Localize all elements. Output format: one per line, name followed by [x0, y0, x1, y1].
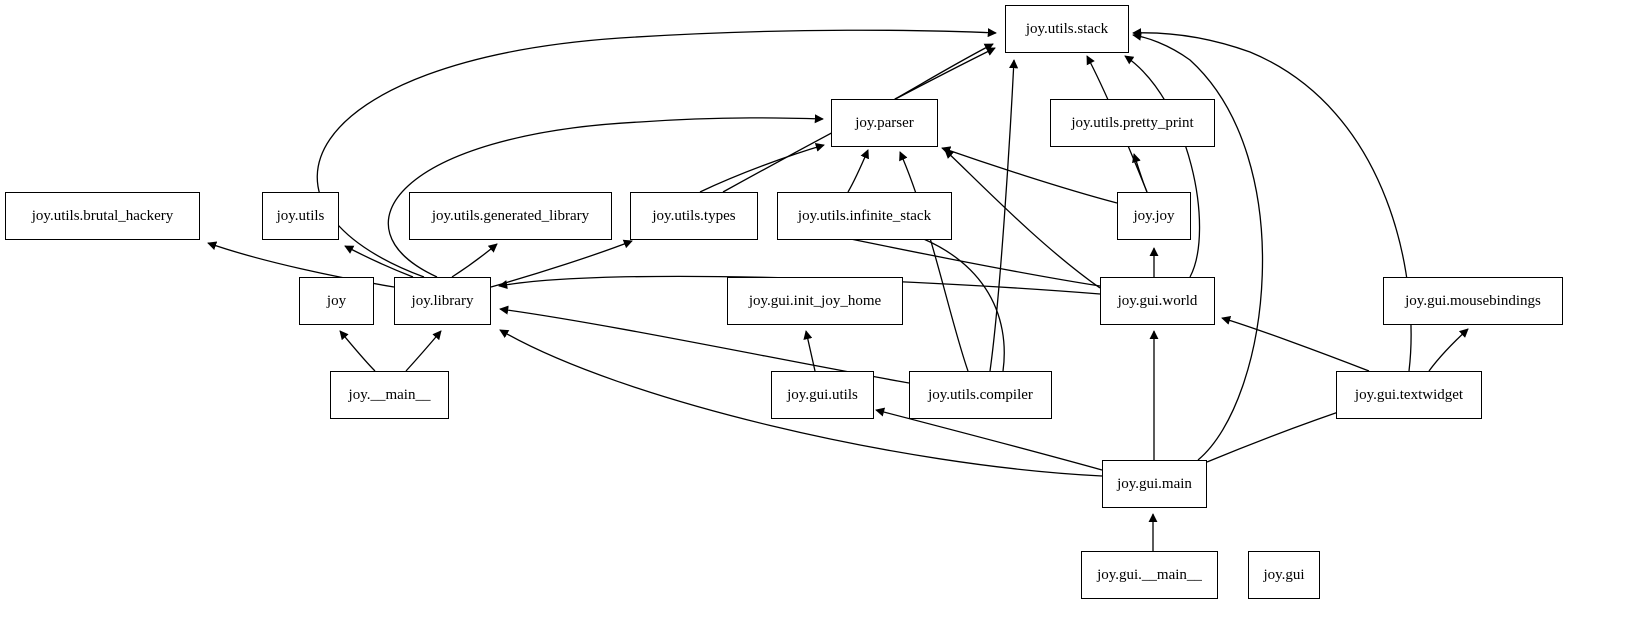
- node-label: joy.gui.init_joy_home: [748, 292, 882, 309]
- edge-world-to-stack: [1124, 55, 1201, 278]
- node-label: joy.gui: [1263, 566, 1305, 583]
- node-label: joy.utils.brutal_hackery: [31, 207, 174, 224]
- node-joy-gui-main[interactable]: joy.gui.main: [1102, 460, 1207, 508]
- edge-world-to-parser: [944, 149, 1101, 289]
- node-label: joy.joy: [1133, 207, 1175, 224]
- node-label: joy.utils.generated_library: [431, 207, 590, 224]
- edge-library-to-utils: [344, 245, 414, 278]
- node-joy-gui-init-joy-home[interactable]: joy.gui.init_joy_home: [727, 277, 903, 325]
- node-joy-utils-brutal-hackery[interactable]: joy.utils.brutal_hackery: [5, 192, 200, 240]
- node-joy-gui-dunder-main[interactable]: joy.gui.__main__: [1081, 551, 1218, 599]
- edge-gui-utils-to-init-joy-home: [803, 330, 816, 372]
- node-label: joy.library: [411, 292, 474, 309]
- edge-main-to-joy: [339, 330, 376, 372]
- node-joy-utils-types[interactable]: joy.utils.types: [630, 192, 758, 240]
- edge-joy-to-pretty-print: [1132, 153, 1148, 193]
- edge-types-to-parser: [699, 142, 825, 193]
- node-label: joy.utils: [276, 207, 325, 224]
- node-label: joy.gui.world: [1117, 292, 1198, 309]
- node-joy-dunder-main[interactable]: joy.__main__: [330, 371, 449, 419]
- node-label: joy: [326, 292, 347, 309]
- node-label: joy.utils.types: [652, 207, 736, 224]
- node-label: joy.gui.textwidget: [1354, 386, 1464, 403]
- node-label: joy.utils.pretty_print: [1071, 114, 1194, 131]
- node-joy-gui[interactable]: joy.gui: [1248, 551, 1320, 599]
- edge-main-to-library: [405, 330, 442, 372]
- node-label: joy.gui.main: [1117, 475, 1192, 492]
- node-joy-utils-stack[interactable]: joy.utils.stack: [1005, 5, 1129, 53]
- node-label: joy.__main__: [348, 386, 431, 403]
- node-label: joy.utils.compiler: [928, 386, 1033, 403]
- edge-library-to-generated-library: [451, 243, 498, 278]
- node-label: joy.gui.mousebindings: [1405, 292, 1541, 309]
- node-joy-gui-mousebindings[interactable]: joy.gui.mousebindings: [1383, 277, 1563, 325]
- node-joy[interactable]: joy: [299, 277, 374, 325]
- node-label: joy.utils.stack: [1025, 20, 1109, 37]
- node-label: joy.gui.__main__: [1097, 566, 1202, 583]
- node-joy-gui-world[interactable]: joy.gui.world: [1100, 277, 1215, 325]
- edge-joy-to-parser: [941, 146, 1118, 204]
- node-joy-gui-utils[interactable]: joy.gui.utils: [771, 371, 874, 419]
- node-joy-parser[interactable]: joy.parser: [831, 99, 938, 147]
- edge-compiler-to-parser: [899, 151, 969, 372]
- node-label: joy.gui.utils: [787, 386, 858, 403]
- edge-gui-main-to-stack: [1132, 31, 1264, 461]
- node-joy-utils-generated-library[interactable]: joy.utils.generated_library: [409, 192, 612, 240]
- node-joy-joy[interactable]: joy.joy: [1117, 192, 1191, 240]
- edge-library-to-types: [490, 239, 633, 288]
- node-joy-utils[interactable]: joy.utils: [262, 192, 339, 240]
- edge-compiler-to-stack: [989, 59, 1019, 372]
- edge-gui-main-to-gui-utils: [875, 407, 1103, 471]
- edge-textwidget-to-world: [1221, 316, 1370, 372]
- node-label: joy.utils.infinite_stack: [797, 207, 932, 224]
- edge-library-to-parser: [387, 114, 824, 278]
- node-joy-gui-textwidget[interactable]: joy.gui.textwidget: [1336, 371, 1482, 419]
- node-joy-utils-pretty-print[interactable]: joy.utils.pretty_print: [1050, 99, 1215, 147]
- edge-textwidget-to-mousebindings: [1428, 328, 1469, 372]
- node-label: joy.parser: [855, 114, 914, 131]
- edge-gui-main-to-library: [499, 329, 1103, 477]
- node-joy-library[interactable]: joy.library: [394, 277, 491, 325]
- node-joy-utils-infinite-stack[interactable]: joy.utils.infinite_stack: [777, 192, 952, 240]
- edge-infinite-stack-to-parser: [847, 149, 869, 193]
- node-joy-utils-compiler[interactable]: joy.utils.compiler: [909, 371, 1052, 419]
